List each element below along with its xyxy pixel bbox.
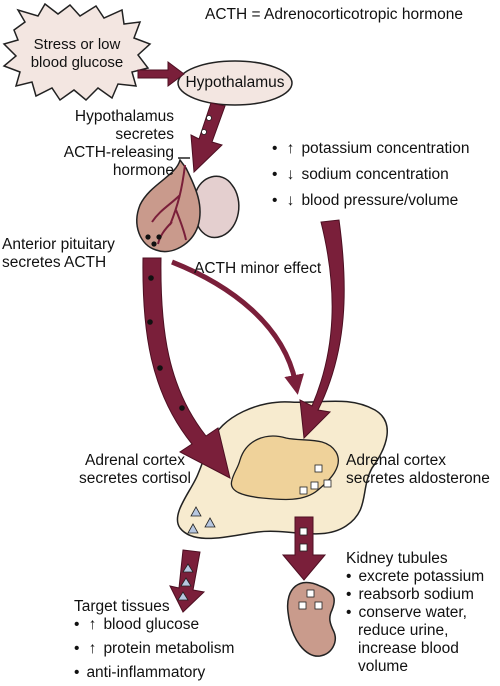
down-arrow-icon: ↓ [286,192,295,209]
kidney-item-text: conserve water, [358,604,467,621]
up-arrow-icon: ↑ [88,616,97,633]
kidney-item: •conserve water, [346,604,467,621]
anterior-pituitary-line: secretes ACTH [2,254,107,271]
aldosterone-line: secretes aldosterone [346,470,490,487]
cortisol-triangle [180,577,192,587]
kidney-item-text: excrete potassium [358,568,485,585]
hypothalamus-secretes-line: Hypothalamus [74,108,174,125]
aldosterone-square [314,601,323,610]
releasing-hormone-dot [201,129,207,135]
condition-item: •↓blood pressure/volume [272,192,459,209]
cortisol-label: Adrenal cortex secretes cortisol [60,452,210,488]
aldosterone-square [323,479,332,488]
acth-dot [156,234,162,240]
kidney-item: •reabsorb sodium [346,586,474,603]
acth-dot [147,319,153,325]
kidney-item: •excrete potassium [346,568,485,585]
up-arrow-icon: ↑ [286,140,295,157]
target-tissue-item: •anti-inflammatory [74,664,206,681]
anterior-pituitary-line: Anterior pituitary [2,236,115,253]
stress-line: Stress or low [33,36,121,53]
arrow-acth-minor-effect [171,259,305,395]
arrow-pituitary-to-adrenal [142,257,231,479]
cortisol-line: Adrenal cortex [85,452,185,469]
condition-item: •↑potassium concentration [272,140,470,157]
hypothalamus-secretes-line: ACTH-releasing [63,144,174,161]
aldosterone-square [299,527,308,536]
kidney-item-continuation: reduce urine, [358,622,449,639]
cortisol-triangle [190,506,202,517]
acth-legend: ACTH = Adrenocorticotropic hormone [205,6,464,23]
anterior-pituitary-label: Anterior pituitary secretes ACTH [2,236,115,272]
aldosterone-square [299,486,308,495]
target-tissue-text: anti-inflammatory [86,664,206,681]
stress-starburst-shape [2,2,152,102]
target-tissues-list: •↑blood glucose •↑protein metabolism •an… [74,616,234,682]
hypothalamus-label: Hypothalamus [185,74,285,91]
kidney-item-text: reabsorb sodium [358,586,474,603]
condition-item: •↓sodium concentration [272,166,449,183]
acth-dot [148,275,154,281]
up-arrow-icon: ↑ [88,640,97,657]
stress-line: blood glucose [30,54,124,71]
aldosterone-square [298,601,307,610]
acth-dot [179,405,185,411]
pituitary-posterior-lobe [194,175,240,239]
condition-text: blood pressure/volume [301,192,459,209]
condition-text: potassium concentration [301,140,470,157]
kidney-tubules-title: Kidney tubules [346,550,448,567]
aldosterone-square [314,464,323,473]
arrow-conditions-to-adrenal [299,219,345,440]
target-tissue-item: •↑protein metabolism [74,640,235,657]
target-tissues-title: Target tissues [74,598,170,615]
aldosterone-square [299,543,308,552]
pituitary-vessels [151,164,187,245]
cortisol-triangle [204,517,216,528]
cortisol-triangle [187,523,199,534]
kidney-item-continuation: increase blood [358,640,459,657]
acth-dot [145,234,151,240]
aldosterone-line: Adrenal cortex [346,452,446,469]
acth-minor-effect-label: ACTH minor effect [194,260,322,277]
hypothalamus-secretes-line: secretes [115,126,174,143]
kidney-shape [286,581,336,657]
target-tissue-text: protein metabolism [103,640,235,657]
kidney-tubules-list: •excrete potassium •reabsorb sodium •con… [346,568,484,676]
releasing-hormone-dot [206,115,212,121]
conditions-list: •↑potassium concentration •↓sodium conce… [272,140,469,210]
target-tissue-item: •↑blood glucose [74,616,200,633]
cortisol-triangle [182,563,194,573]
aldosterone-label: Adrenal cortex secretes aldosterone [346,452,490,488]
arrow-hypothalamus-to-pituitary [190,102,226,174]
down-arrow-icon: ↓ [286,166,295,183]
acth-dot [157,365,163,371]
cortisol-triangle [177,591,189,601]
stress-label: Stress or low blood glucose [18,36,136,72]
condition-text: sodium concentration [301,166,449,183]
acth-dot [151,241,157,247]
arrow-stress-to-hypothalamus [137,61,185,87]
kidney-item-continuation: volume [358,658,408,675]
hypothalamus-secretes-line: hormone [112,162,174,179]
cortisol-line: secretes cortisol [79,470,191,487]
hypothalamus-oval [177,60,293,106]
target-tissue-text: blood glucose [103,616,200,633]
hypothalamus-secretes-label: Hypothalamus secretes ACTH-releasing hor… [24,108,174,180]
aldosterone-square [310,481,319,490]
aldosterone-square [306,589,315,598]
